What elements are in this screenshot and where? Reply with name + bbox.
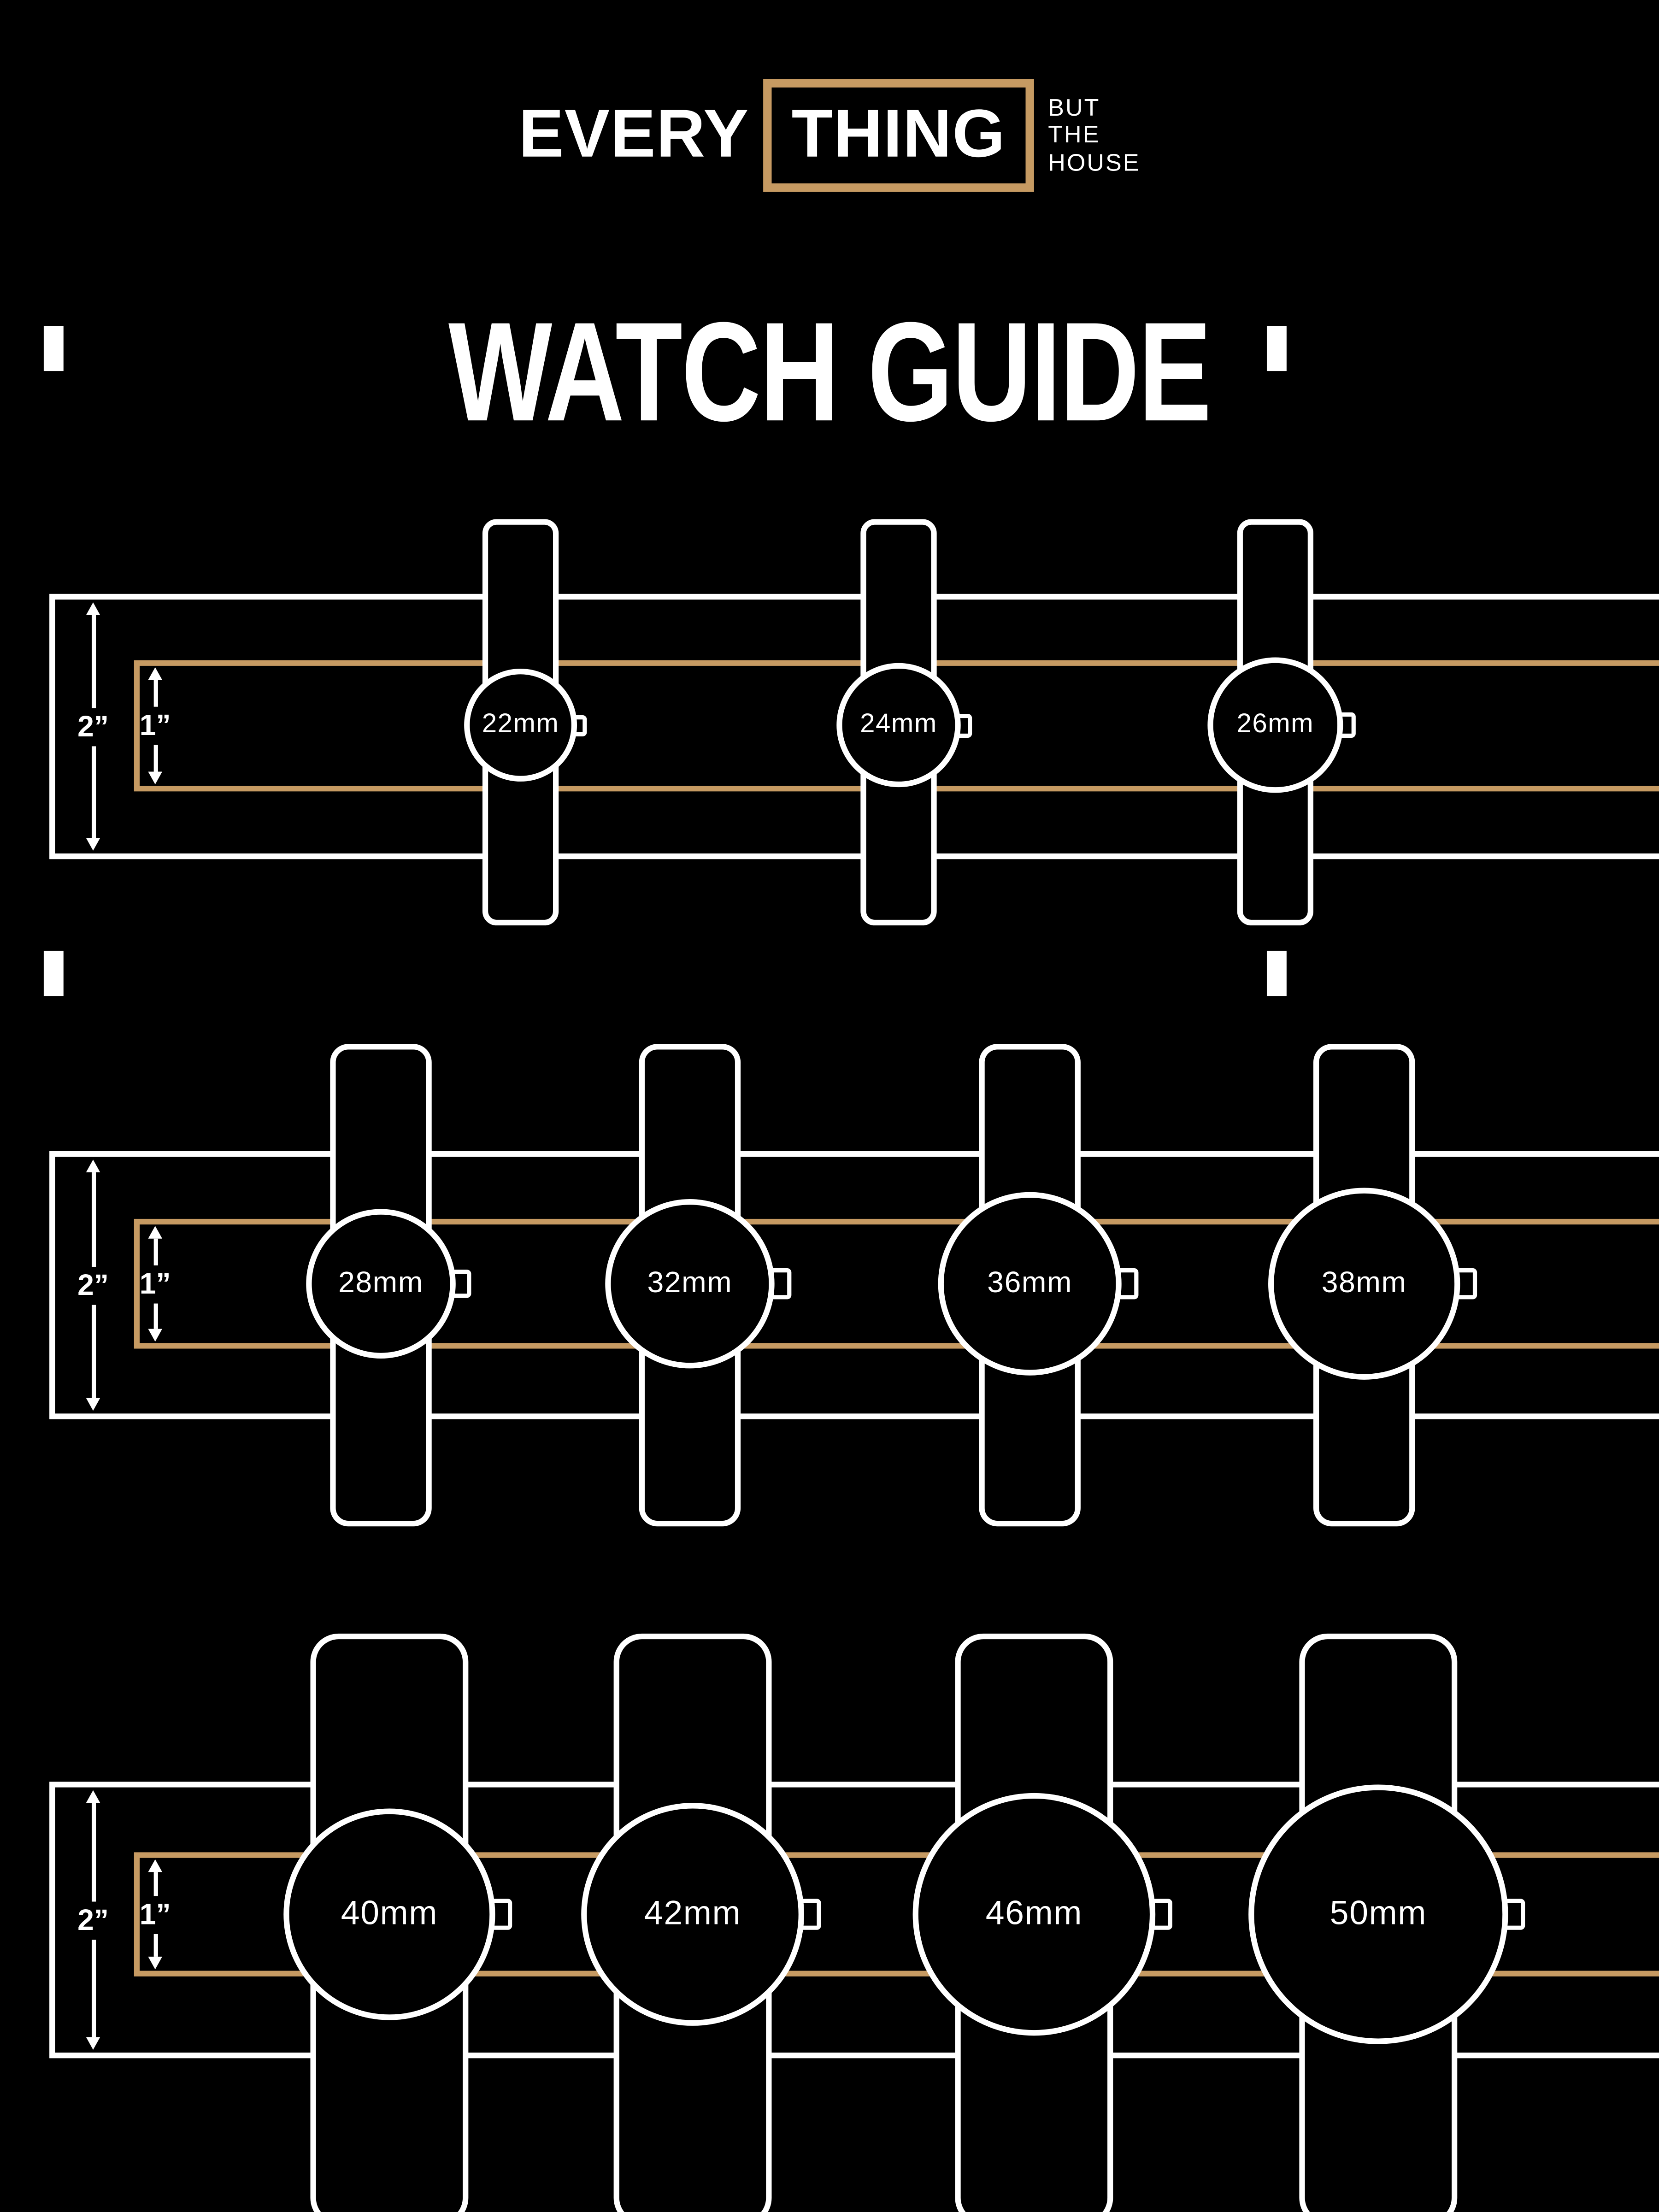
watch-size-label: 40mm [341, 1894, 438, 1933]
dimension-2in-arrow-bottom-icon [86, 2037, 100, 2050]
dimension-1in-line [153, 745, 158, 772]
band-outline-1in [134, 1218, 1659, 1349]
dimension-1in-arrow-top-icon [148, 1226, 163, 1239]
dimension-2in-line [91, 1172, 95, 1266]
watch-size-label: 42mm [644, 1894, 741, 1933]
logo-tagline: BUT THE HOUSE [1048, 95, 1140, 176]
dimension-2in-arrow-top-icon [86, 1159, 100, 1172]
watch-size-label: 46mm [985, 1894, 1083, 1933]
watch-size-label: 24mm [860, 709, 937, 740]
dimension-2in-arrow-bottom-icon [86, 1398, 100, 1411]
dimension-1in-arrow-bottom-icon [148, 1956, 163, 1970]
watch-size-label: 22mm [482, 709, 559, 740]
watch-dial: 26mm [1207, 657, 1343, 793]
dimension-2in-line [91, 615, 95, 708]
watch-size-label: 32mm [647, 1266, 733, 1300]
dimension-1in-label: 1” [139, 709, 171, 742]
dimension-2in-arrow-top-icon [86, 602, 100, 615]
dimension-2in-label: 2” [77, 1904, 109, 1936]
watch-dial: 38mm [1268, 1188, 1460, 1380]
dimension-1in: 1” [124, 1859, 186, 1970]
dimension-2in: 2” [62, 1790, 124, 2050]
watch-size-label: 50mm [1330, 1894, 1427, 1933]
watch-dial: 32mm [605, 1199, 775, 1369]
watch-dial: 50mm [1248, 1784, 1508, 2044]
dimension-2in-arrow-top-icon [86, 1790, 100, 1803]
dimension-2in-arrow-bottom-icon [86, 838, 100, 851]
dimension-1in: 1” [124, 1226, 186, 1342]
logo-tagline-line-1: BUT [1048, 95, 1100, 122]
dimension-1in-line [153, 1303, 158, 1329]
dimension-2in: 2” [62, 1159, 124, 1411]
dimension-2in-line [91, 1939, 95, 2037]
logo-tagline-line-3: HOUSE [1048, 149, 1141, 176]
dimension-1in-line [153, 1872, 158, 1895]
dimension-1in-line [153, 1238, 158, 1265]
dimension-2in-label: 2” [77, 1269, 109, 1301]
deco-tick [1266, 951, 1287, 996]
watch-dial: 24mm [836, 663, 961, 788]
logo-text-every: EVERY [518, 97, 749, 172]
watch-size-label: 38mm [1321, 1266, 1407, 1300]
dimension-1in: 1” [124, 667, 186, 785]
dimension-1in-arrow-bottom-icon [148, 771, 163, 785]
logo-tagline-line-2: THE [1048, 122, 1100, 149]
watch-dial: 40mm [283, 1808, 495, 2020]
brand-logo: EVERY THING BUT THE HOUSE [0, 79, 1659, 192]
logo-text-thing: THING [791, 97, 1006, 172]
watch-dial: 36mm [938, 1192, 1122, 1376]
watch-size-label: 36mm [987, 1266, 1073, 1300]
dimension-2in-line [91, 1803, 95, 1901]
page-title: WATCH GUIDE [448, 293, 1212, 452]
watch-dial: 46mm [912, 1793, 1156, 2036]
dimension-1in-label: 1” [139, 1898, 171, 1931]
logo-box: THING [763, 79, 1034, 192]
deco-tick [43, 326, 64, 371]
dimension-1in-arrow-bottom-icon [148, 1329, 163, 1342]
watch-dial: 42mm [581, 1803, 804, 2026]
dimension-2in: 2” [62, 602, 124, 851]
dimension-1in-label: 1” [139, 1267, 171, 1300]
watch-size-label: 26mm [1236, 709, 1314, 740]
dimension-2in-label: 2” [77, 710, 109, 743]
watch-dial: 28mm [306, 1209, 456, 1359]
deco-tick [43, 951, 64, 996]
deco-tick [1266, 326, 1287, 371]
watch-dial: 22mm [464, 669, 577, 782]
dimension-1in-arrow-top-icon [148, 1859, 163, 1872]
watch-size-label: 28mm [338, 1266, 424, 1300]
dimension-2in-line [91, 1304, 95, 1398]
dimension-1in-arrow-top-icon [148, 667, 163, 680]
dimension-2in-line [91, 745, 95, 838]
dimension-1in-line [153, 1933, 158, 1957]
band-outline-2in [49, 1151, 1659, 1419]
dimension-1in-line [153, 680, 158, 707]
